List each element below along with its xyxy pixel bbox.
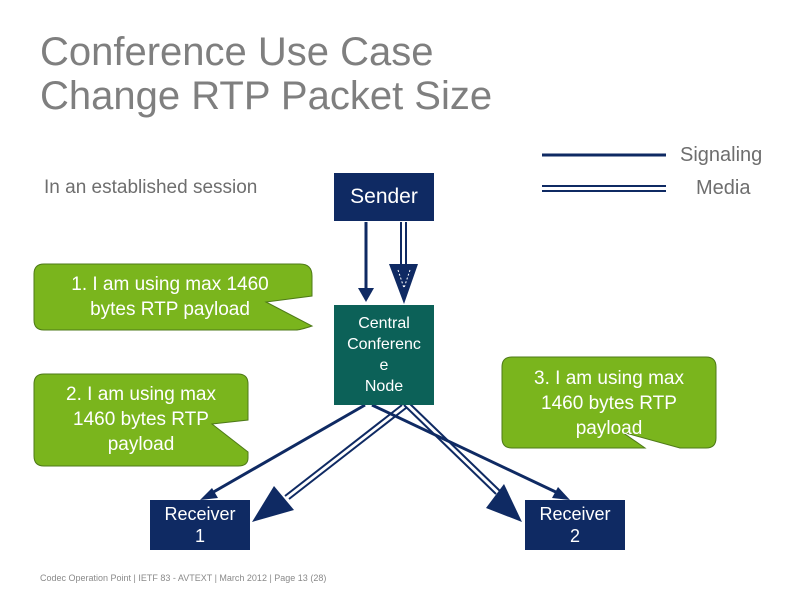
- central-label-2: Conferenc: [347, 336, 421, 353]
- central-label-4: Node: [364, 378, 404, 395]
- callout-1-line-1: 1. I am using max 1460: [71, 274, 269, 295]
- signal-arrow-central-receiver1: [200, 403, 366, 500]
- callout-3-line-1: 3. I am using max: [534, 368, 684, 389]
- callout-3-line-2: 1460 bytes RTP: [541, 393, 677, 414]
- receiver-2-label-2: 2: [569, 526, 580, 546]
- callout-2-bubble: [33, 373, 249, 467]
- subtitle: In an established session: [44, 177, 258, 198]
- media-arrow-sender-central: [389, 222, 418, 304]
- legend-signaling-label: Signaling: [680, 144, 763, 166]
- media-arrow-central-receiver1: [252, 404, 407, 522]
- central-conference-node: Central Conferenc e Node: [334, 305, 434, 405]
- callout-2-line-3: payload: [107, 434, 175, 455]
- receiver-1-label-2: 1: [194, 526, 205, 546]
- callout-2-text: 2. I am using max 1460 bytes RTP payload: [34, 382, 248, 457]
- callout-1-line-2: bytes RTP payload: [90, 299, 250, 320]
- signal-arrow-sender-central: [358, 222, 374, 302]
- callout-1-bubble: [33, 263, 314, 331]
- signal-arrow-central-receiver2: [371, 403, 570, 500]
- receiver-1-node: Receiver 1: [150, 500, 250, 550]
- callout-3-text: 3. I am using max 1460 bytes RTP payload: [502, 366, 716, 441]
- sender-label: Sender: [350, 185, 418, 208]
- receiver-2-node: Receiver 2: [525, 500, 625, 550]
- receiver-1-label-1: Receiver: [164, 504, 236, 524]
- receiver-2-label-1: Receiver: [539, 504, 611, 524]
- title-line-1: Conference Use Case: [40, 30, 434, 74]
- central-label-3: e: [379, 357, 389, 374]
- callout-2-line-2: 1460 bytes RTP: [73, 409, 209, 430]
- media-arrow-central-receiver2: [403, 401, 522, 522]
- legend-media-label: Media: [696, 177, 751, 199]
- callout-3-line-3: payload: [575, 418, 643, 439]
- callout-2-line-1: 2. I am using max: [66, 384, 216, 405]
- slide-footer: Codec Operation Point | IETF 83 - AVTEXT…: [40, 573, 327, 583]
- callout-1-text: 1. I am using max 1460 bytes RTP payload: [40, 272, 300, 322]
- callout-3-bubble: [501, 356, 717, 449]
- central-label-1: Central: [358, 315, 410, 332]
- sender-node: Sender: [334, 173, 434, 221]
- slide-title: Conference Use Case Change RTP Packet Si…: [40, 30, 492, 118]
- legend-media-line: [542, 185, 666, 192]
- title-line-2: Change RTP Packet Size: [40, 74, 493, 118]
